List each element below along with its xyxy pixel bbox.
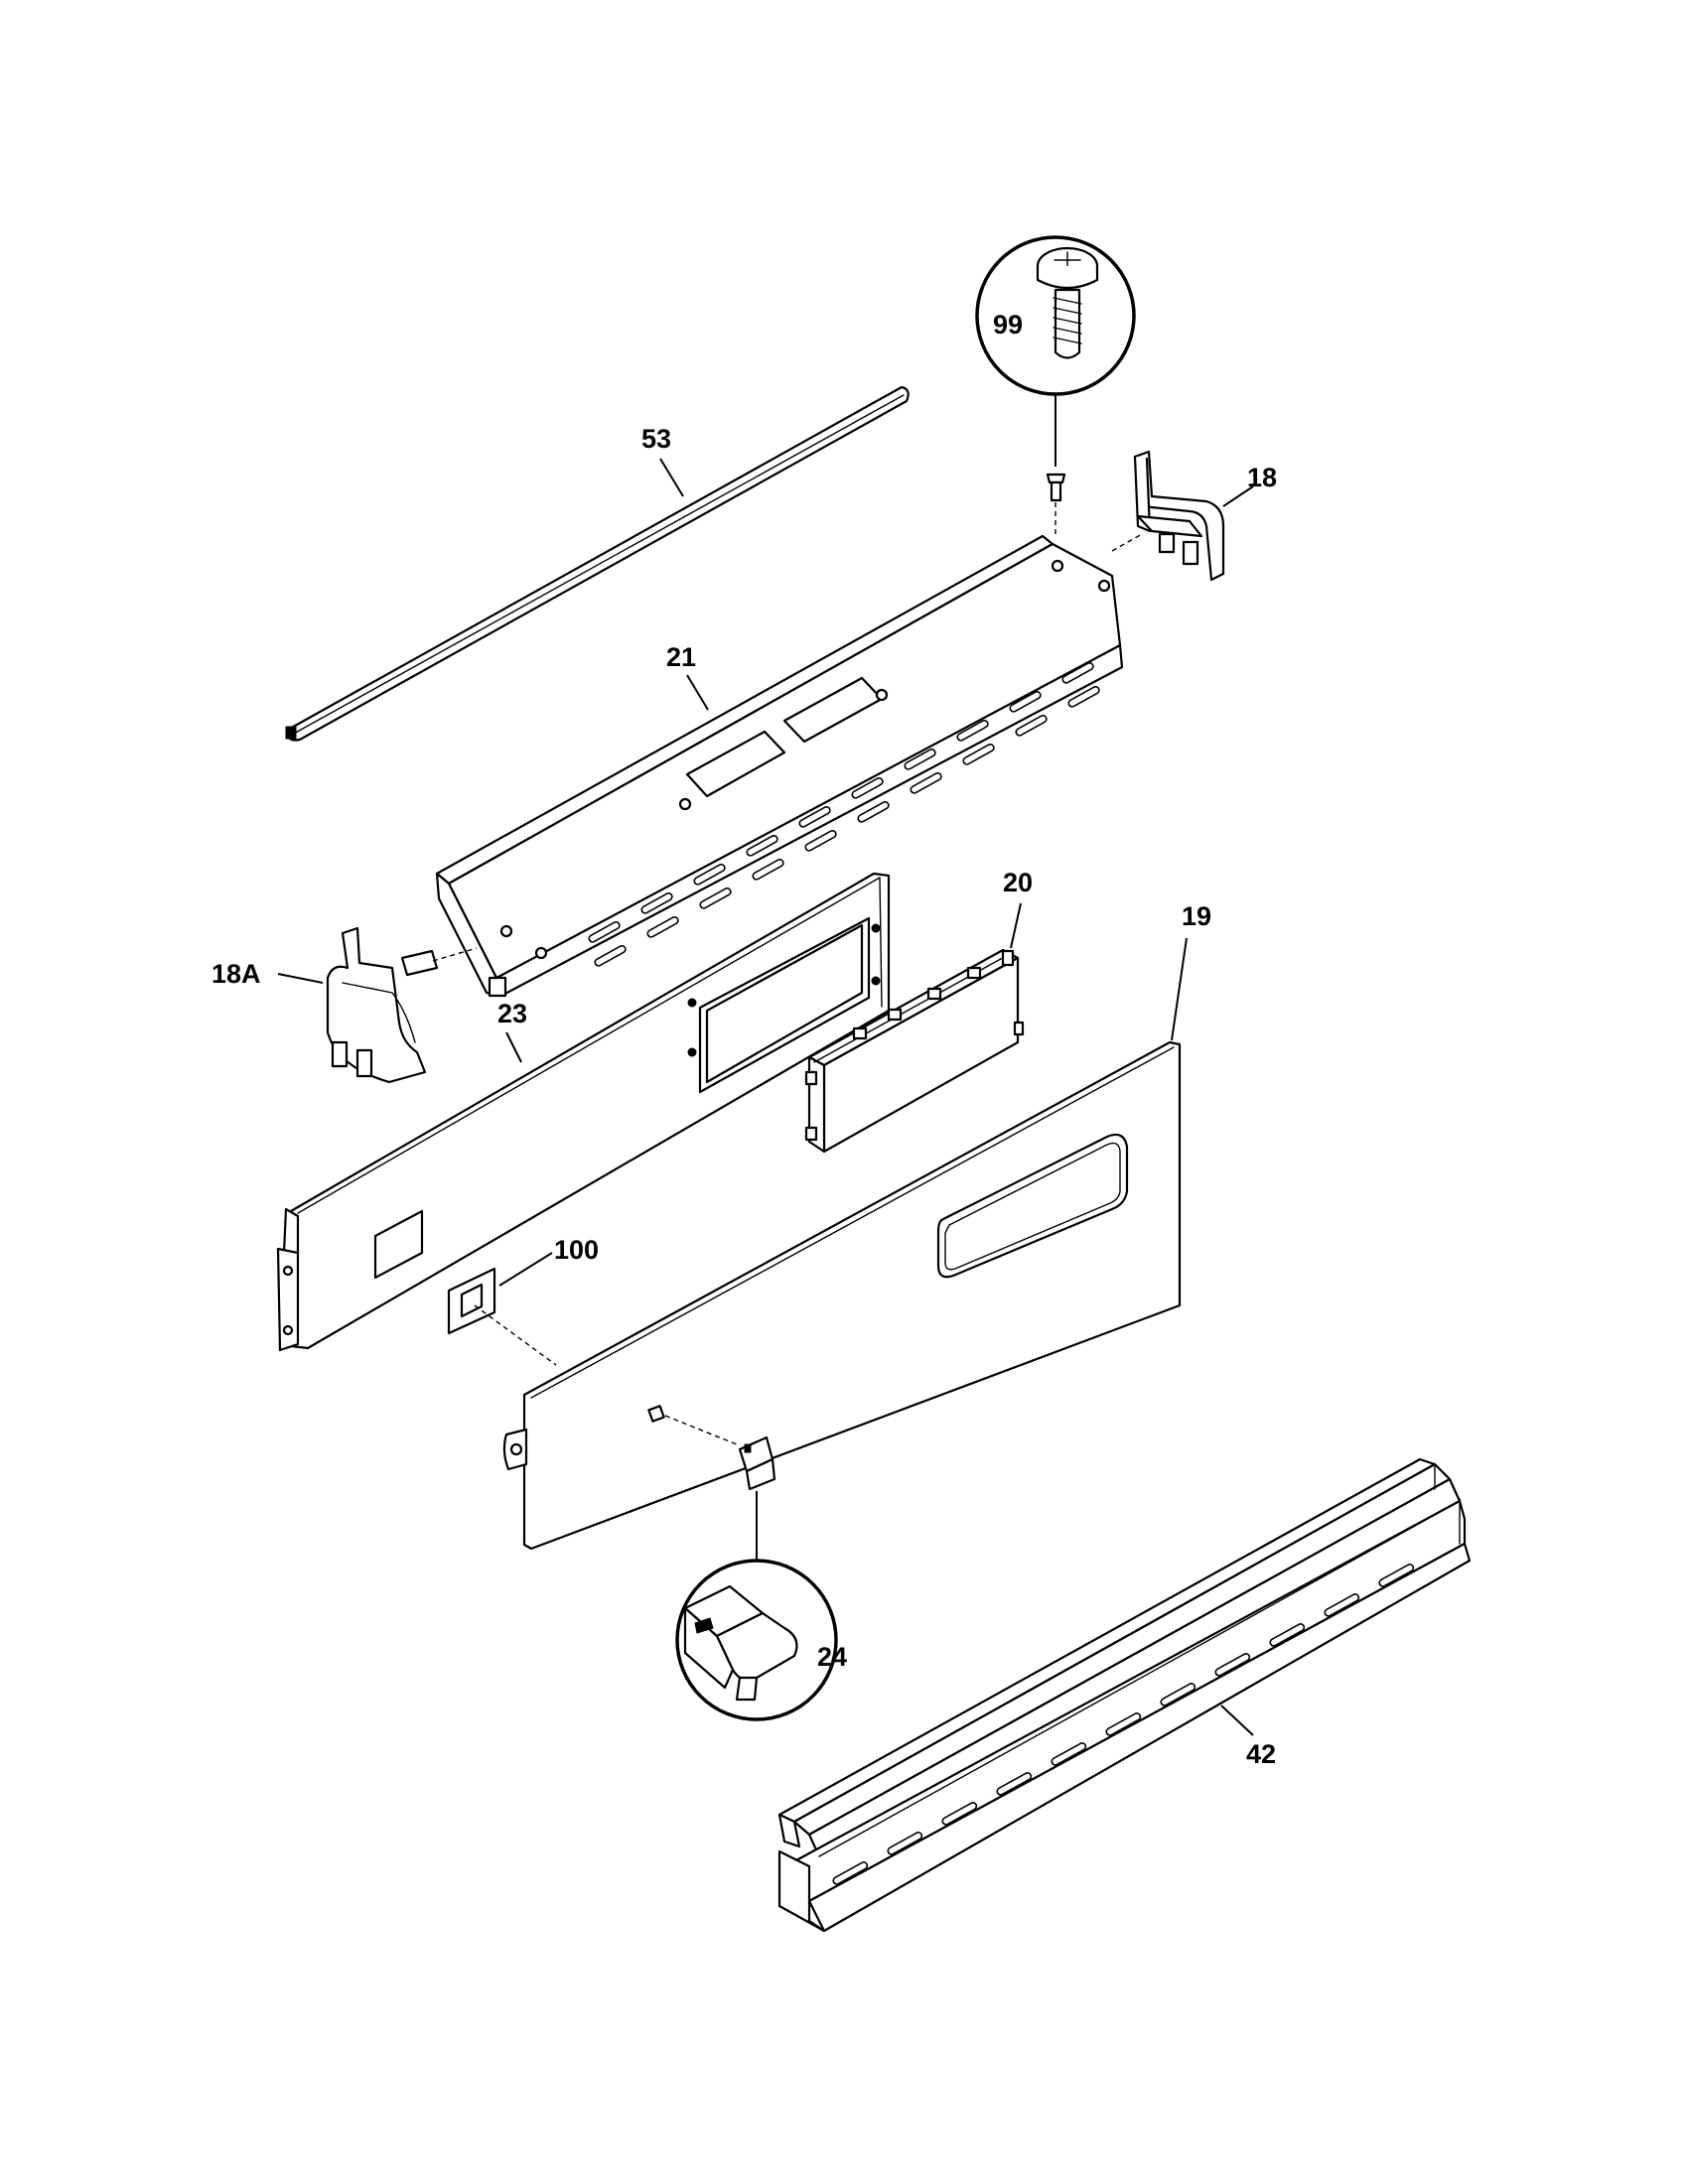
callout-18a: 18A: [211, 959, 261, 989]
part-100-gasket: 100: [447, 1235, 738, 1445]
part-20-control-board: 20: [804, 868, 1033, 1154]
part-18-end-cap-right: 18: [1111, 450, 1277, 582]
callout-18: 18: [1247, 463, 1277, 492]
callout-24: 24: [817, 1642, 847, 1672]
callout-20: 20: [1003, 868, 1033, 897]
callout-19: 19: [1182, 901, 1211, 931]
callout-99: 99: [993, 310, 1023, 340]
trim-vent-slots: [832, 1564, 1415, 1885]
callout-100: 100: [554, 1235, 599, 1265]
part-53-trim-rod: [285, 385, 910, 742]
part-24-rocker-switch: 24: [675, 1435, 847, 1721]
part-21-control-bracket: [435, 534, 1124, 998]
callout-42: 42: [1246, 1739, 1276, 1769]
part-42-vent-trim: 42: [777, 1457, 1472, 1933]
leader-21: [686, 674, 709, 711]
callout-53: 53: [641, 424, 671, 454]
callout-21: 21: [666, 642, 696, 672]
part-19-control-panel: 19: [502, 901, 1211, 1551]
callout-23: 23: [497, 999, 527, 1028]
part-99-screw: 99: [975, 235, 1136, 536]
leader-53: [659, 458, 684, 497]
part-18a-end-cap-left: 18A: [211, 926, 478, 1084]
bracket-vent-slots: [588, 661, 1100, 967]
